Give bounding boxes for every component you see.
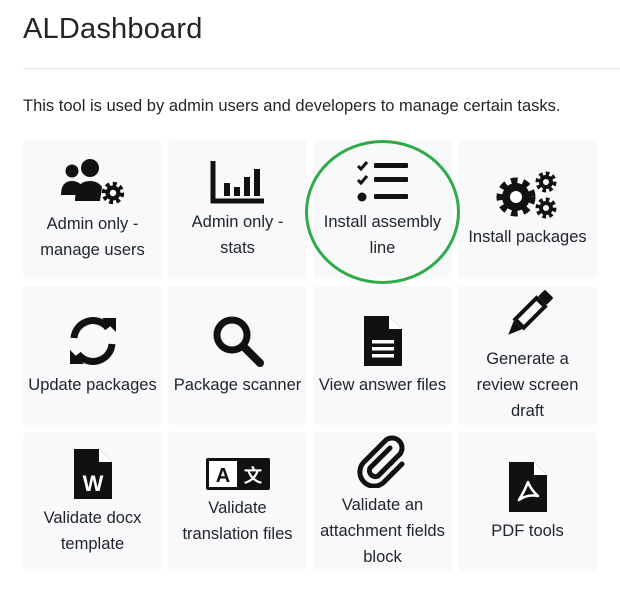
page-description: This tool is used by admin users and dev…	[23, 97, 561, 115]
tile-label: PDF tools	[491, 521, 564, 540]
tile-install-assembly-line[interactable]: Install assembly line	[313, 140, 452, 279]
language-icon: A 文	[205, 457, 271, 491]
tile-label: Validate translation files	[182, 498, 293, 543]
tile-view-answer-files[interactable]: View answer files	[313, 286, 452, 425]
sync-icon	[66, 314, 120, 368]
users-cog-icon	[60, 157, 126, 207]
tile-package-scanner[interactable]: Package scanner	[168, 286, 307, 425]
tile-label: Admin only - manage users	[40, 214, 145, 259]
paperclip-icon	[356, 434, 410, 488]
tile-update-packages[interactable]: Update packages	[23, 286, 162, 425]
tile-validate-attachment[interactable]: Validate an attachment fields block	[313, 432, 452, 571]
tile-label: Package scanner	[173, 375, 302, 394]
pencil-icon	[501, 288, 555, 342]
page-title: ALDashboard	[23, 13, 203, 45]
tile-label: Update packages	[28, 375, 157, 394]
tile-pdf-tools[interactable]: PDF tools	[458, 432, 597, 571]
tile-label: View answer files	[318, 375, 447, 394]
tile-install-packages[interactable]: Install packages	[458, 140, 597, 279]
svg-text:W: W	[82, 471, 103, 496]
tile-label: Validate docx template	[43, 508, 142, 553]
chart-bar-icon	[210, 159, 266, 205]
header-divider	[23, 68, 620, 69]
svg-text:文: 文	[244, 465, 263, 487]
tile-label: Validate an attachment fields block	[320, 495, 445, 566]
tile-validate-docx[interactable]: W Validate docx template	[23, 432, 162, 571]
file-word-icon: W	[72, 447, 114, 501]
gears-icon	[494, 170, 562, 220]
tile-label: Admin only - stats	[191, 212, 284, 257]
tasks-list-icon	[356, 159, 410, 205]
file-pdf-icon	[507, 460, 549, 514]
tools-grid: Admin only - manage users Admin only - s…	[23, 140, 597, 571]
svg-text:A: A	[215, 465, 229, 487]
tile-label: Install packages	[468, 227, 587, 246]
file-text-icon	[362, 314, 404, 368]
search-icon	[211, 314, 265, 368]
tile-validate-translation[interactable]: A 文 Validate translation files	[168, 432, 307, 571]
tile-label: Install assembly line	[323, 212, 442, 257]
tile-manage-users[interactable]: Admin only - manage users	[23, 140, 162, 279]
tile-label: Generate a review screen draft	[476, 349, 579, 420]
tile-stats[interactable]: Admin only - stats	[168, 140, 307, 279]
tile-generate-review-screen[interactable]: Generate a review screen draft	[458, 286, 597, 425]
